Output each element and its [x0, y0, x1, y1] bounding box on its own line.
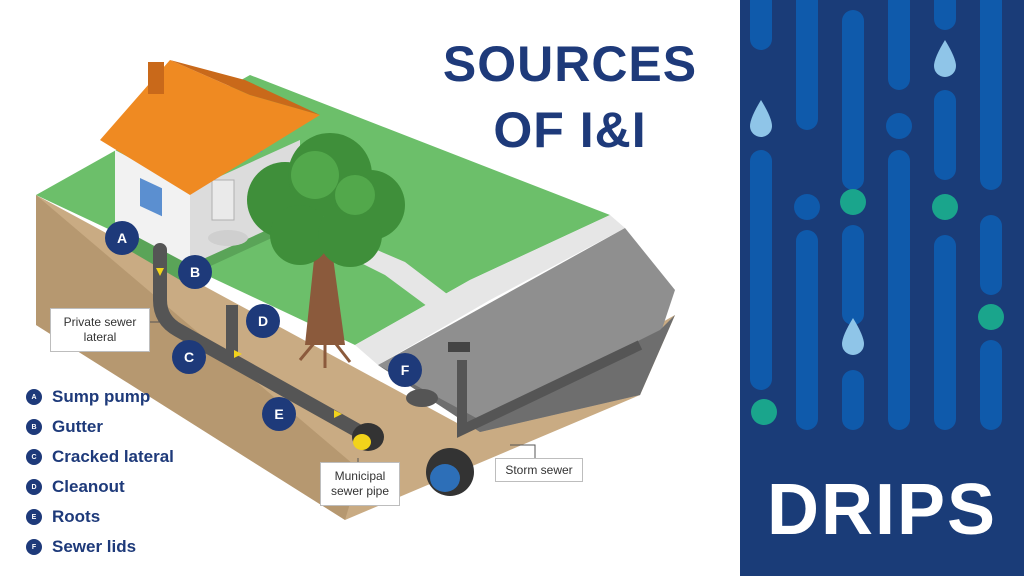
- drips-logo: DRIPS: [766, 470, 998, 550]
- legend-item: C Cracked lateral: [26, 442, 174, 472]
- legend-letter: C: [26, 449, 42, 465]
- title-line-1: SOURCES: [442, 36, 698, 92]
- marker-e: E: [262, 397, 296, 431]
- legend-label: Sewer lids: [52, 537, 137, 556]
- marker-c: C: [172, 340, 206, 374]
- rain-bars: [750, 0, 1002, 430]
- legend: A Sump pump B Gutter C Cracked lateral D…: [26, 382, 174, 562]
- sewer-lid: [406, 389, 438, 407]
- teal-dots: [751, 189, 1004, 425]
- legend-letter: E: [26, 509, 42, 525]
- soil-block: [36, 195, 675, 520]
- legend-item: A Sump pump: [26, 382, 174, 412]
- callout-storm-sewer: Storm sewer: [495, 458, 583, 482]
- marker-f: F: [388, 353, 422, 387]
- brand-panel: [740, 0, 1024, 576]
- legend-letter: A: [26, 389, 42, 405]
- legend-item: F Sewer lids: [26, 532, 174, 562]
- tree-trunk: [305, 250, 345, 345]
- legend-letter: D: [26, 479, 42, 495]
- callout-private-sewer-lateral: Private sewer lateral: [50, 308, 150, 352]
- marker-a: A: [105, 221, 139, 255]
- callout-municipal-sewer-pipe: Municipal sewer pipe: [320, 462, 400, 506]
- legend-item: E Roots: [26, 502, 174, 532]
- marker-d: D: [246, 304, 280, 338]
- legend-letter: F: [26, 539, 42, 555]
- private-lateral-pipe: [153, 243, 367, 439]
- legend-label: Cleanout: [52, 477, 125, 496]
- sidewalk: [355, 215, 625, 365]
- legend-label: Sump pump: [52, 387, 151, 406]
- legend-label: Gutter: [52, 417, 103, 436]
- legend-letter: B: [26, 419, 42, 435]
- legend-item: D Cleanout: [26, 472, 174, 502]
- legend-item: B Gutter: [26, 412, 174, 442]
- marker-b: B: [178, 255, 212, 289]
- legend-label: Cracked lateral: [52, 447, 174, 466]
- title-line-2: OF I&I: [493, 102, 647, 158]
- legend-label: Roots: [52, 507, 101, 526]
- water-drops: [750, 40, 956, 355]
